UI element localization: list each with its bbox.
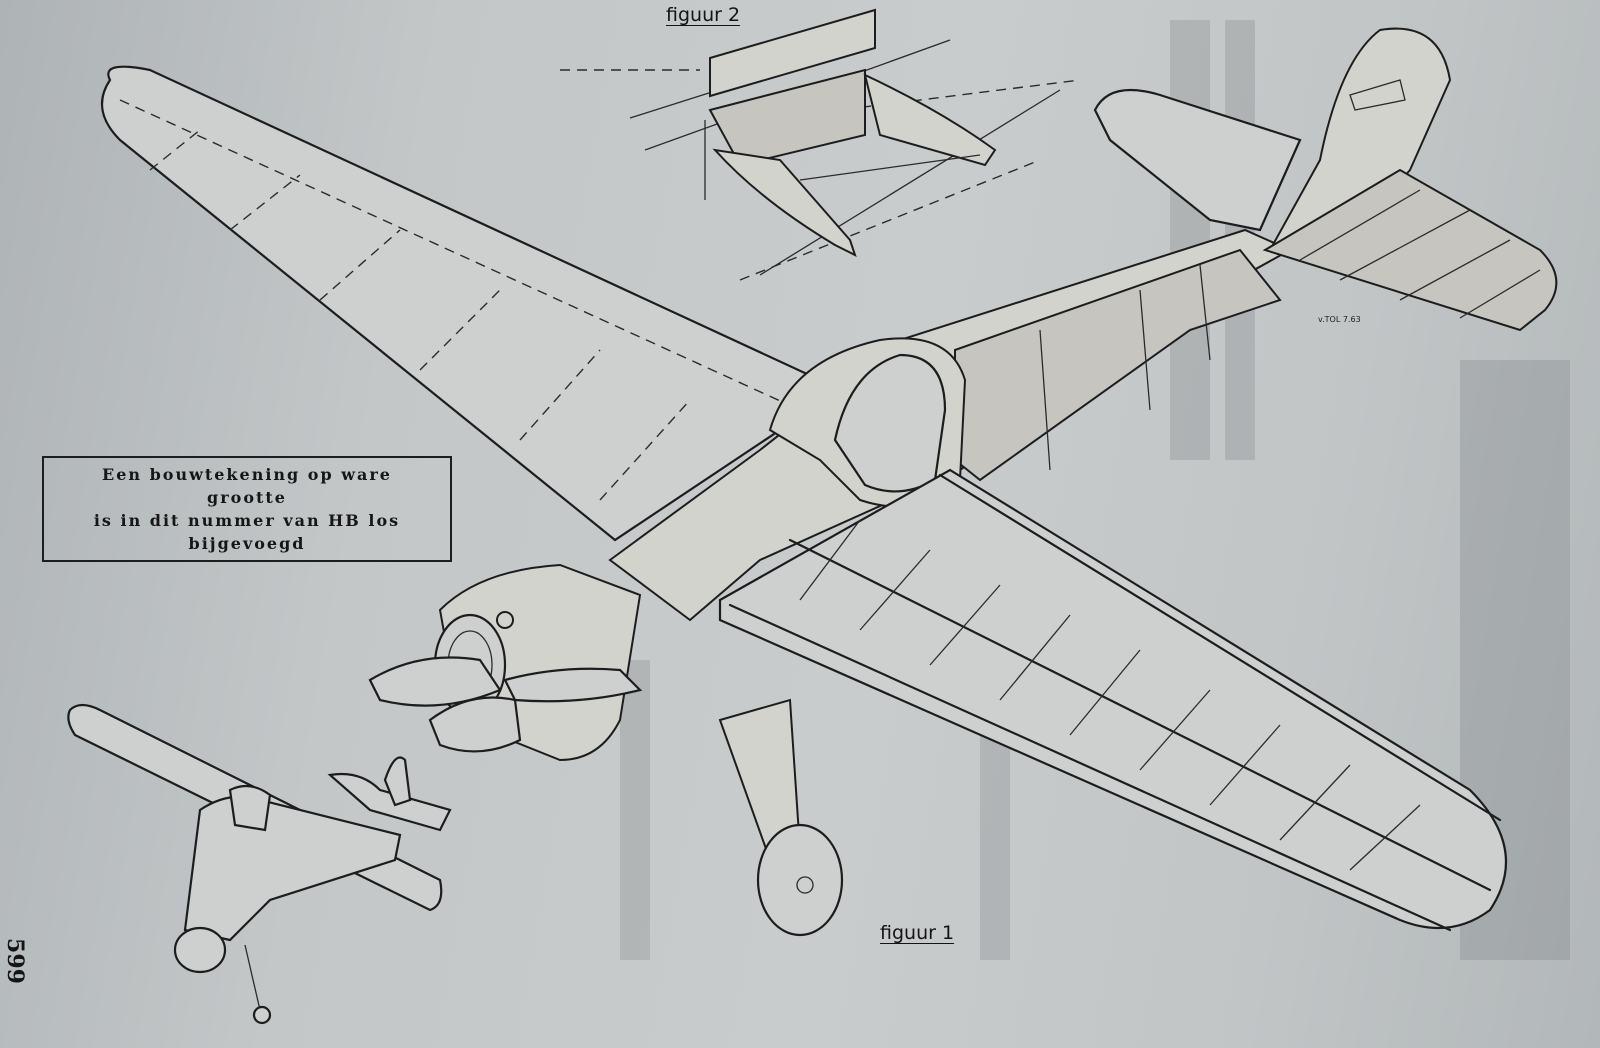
fuselage	[608, 228, 1293, 622]
figure-2-tail-detail	[560, 8, 1081, 281]
notice-line-2: is in dit nummer van HB los	[93, 511, 401, 530]
notice-box: Een bouwtekening op ware grootte is in d…	[42, 456, 452, 562]
page-number: 599	[1, 938, 28, 984]
figure-1-caption: figuur 1	[880, 922, 955, 944]
landing-gear	[718, 698, 844, 937]
notice-line-3: bijgevoegd	[188, 534, 306, 553]
engine-and-propeller	[368, 563, 643, 762]
artist-credit: v.TOL 7.63	[1318, 315, 1361, 324]
left-wing	[100, 65, 822, 542]
background-print-texture	[620, 20, 1570, 960]
tail-assembly	[1093, 27, 1558, 332]
right-wing-framework	[718, 468, 1508, 932]
notice-text: Een bouwtekening op ware grootte is in d…	[67, 463, 427, 555]
figure-2-caption: figuur 2	[666, 4, 741, 26]
notice-line-1: Een bouwtekening op ware grootte	[102, 465, 392, 507]
thumbnail-airplane	[67, 703, 452, 1025]
